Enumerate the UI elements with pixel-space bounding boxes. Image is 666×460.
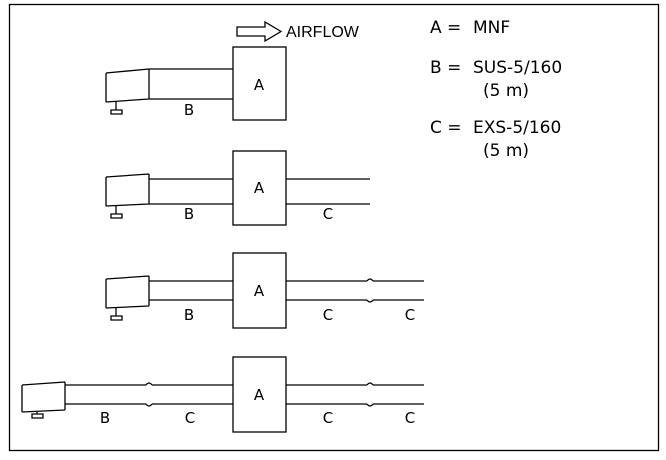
duct-label-b: B: [184, 101, 194, 119]
cowl-bracket-icon: [31, 412, 44, 419]
duct-joint-icon: [145, 382, 153, 407]
duct-label-c: C: [405, 306, 415, 324]
fan-label: A: [254, 179, 265, 197]
legend: A = MNF B = SUS-5/160 (5 m) C = EXS-5/16…: [430, 18, 562, 161]
duct-label-c: C: [405, 409, 415, 427]
duct-joint-icon: [366, 382, 374, 407]
duct-b-c: [65, 384, 233, 405]
fan-box-a: [232, 356, 287, 433]
fan-box-a: [232, 150, 287, 226]
fan-label: A: [254, 386, 265, 404]
duct-c: [286, 384, 424, 405]
duct-b: [149, 280, 233, 301]
legend-b-value: SUS-5/160: [473, 58, 562, 78]
cowl-bracket-icon: [110, 308, 123, 321]
duct-b: [149, 68, 233, 100]
cowl-bracket-icon: [110, 206, 123, 219]
fan-label: A: [254, 282, 265, 300]
configuration-row-1: A B: [105, 46, 287, 121]
fan-box-a: [232, 46, 287, 121]
roof-cowl-icon: [105, 275, 150, 309]
legend-b-length: (5 m): [483, 81, 529, 101]
duct-c: [286, 178, 370, 205]
duct-b: [149, 178, 233, 205]
configuration-row-2: A B C: [105, 150, 370, 226]
duct-label-b: B: [184, 306, 194, 324]
roof-cowl-icon: [21, 381, 66, 413]
configuration-row-3: A B C C: [105, 252, 424, 329]
fan-label: A: [254, 76, 265, 94]
duct-label-c: C: [185, 409, 195, 427]
duct-label-c: C: [323, 205, 333, 223]
duct-label-c: C: [323, 409, 333, 427]
duct-label-b: B: [184, 205, 194, 223]
legend-a-key: A =: [430, 18, 461, 38]
duct-label-b: B: [100, 409, 110, 427]
diagram-frame: [8, 3, 660, 452]
roof-cowl-icon: [105, 173, 150, 207]
legend-c-value: EXS-5/160: [473, 118, 561, 138]
roof-cowl-icon: [105, 68, 150, 103]
fan-box-a: [232, 252, 287, 329]
cowl-bracket-icon: [110, 102, 123, 115]
legend-b-key: B =: [430, 58, 461, 78]
airflow-arrow-icon: [236, 20, 283, 43]
configuration-row-4: A B C C C: [21, 356, 424, 433]
duct-joint-icon: [366, 278, 374, 303]
duct-c: [286, 280, 424, 301]
airflow-label: AIRFLOW: [286, 24, 360, 41]
duct-label-c: C: [323, 306, 333, 324]
legend-c-length: (5 m): [483, 141, 529, 161]
legend-a-value: MNF: [473, 18, 510, 38]
legend-c-key: C =: [430, 118, 462, 138]
